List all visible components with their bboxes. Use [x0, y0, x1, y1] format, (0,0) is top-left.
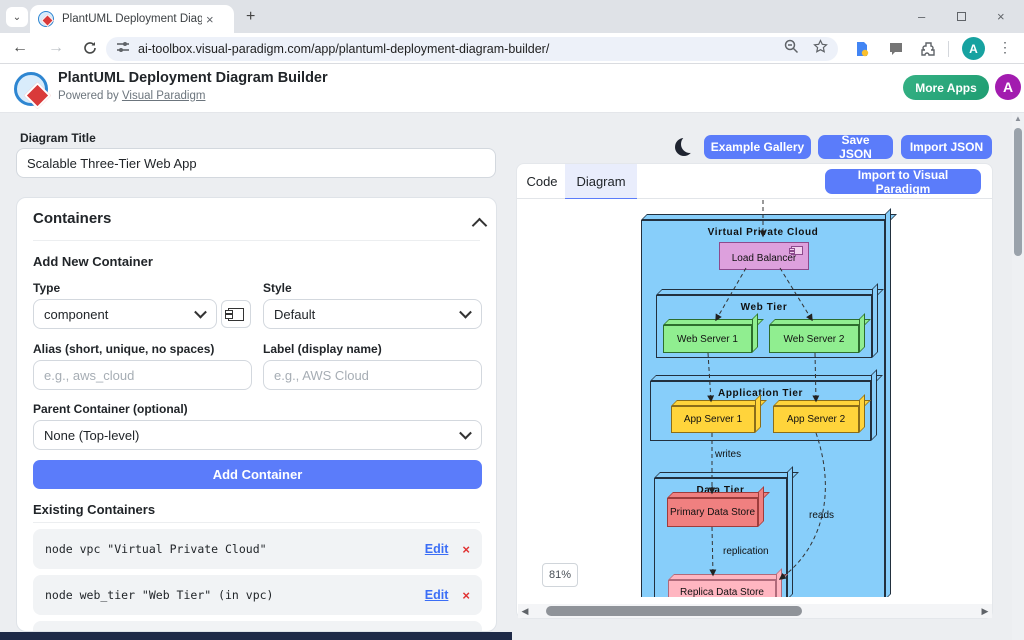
- type-select-wrap: component: [33, 299, 217, 329]
- web-tier-label: Web Tier: [740, 302, 788, 313]
- more-apps-button[interactable]: More Apps: [903, 75, 989, 100]
- diagram-panel: Code Diagram Import to Visual Paradigm V…: [516, 163, 993, 619]
- existing-container-row: node web_tier "Web Tier" (in vpc) Edit ×: [33, 575, 482, 615]
- url-text: ai-toolbox.visual-paradigm.com/app/plant…: [138, 42, 550, 56]
- diagram-node-web-server-2: Web Server 2: [769, 325, 859, 353]
- alias-input[interactable]: [33, 360, 252, 390]
- container-code: node web_tier "Web Tier" (in vpc): [45, 588, 274, 602]
- style-label: Style: [263, 281, 292, 295]
- alias-label: Alias (short, unique, no spaces): [33, 342, 215, 356]
- save-json-button[interactable]: Save JSON: [818, 133, 893, 161]
- reload-icon[interactable]: [78, 36, 102, 60]
- tab-close-icon[interactable]: ×: [206, 11, 214, 27]
- zoom-level-badge: 81%: [542, 563, 578, 587]
- parent-container-label: Parent Container (optional): [33, 402, 188, 416]
- tab-bar: Code Diagram Import to Visual Paradigm: [517, 164, 992, 201]
- parent-select-wrap: None (Top-level): [33, 420, 482, 450]
- diagram-node-primary-data-store: Primary Data Store: [667, 498, 758, 527]
- vpc-label: Virtual Private Cloud: [707, 227, 819, 238]
- bookmark-star-icon[interactable]: [813, 39, 828, 59]
- browser-profile-avatar[interactable]: A: [962, 37, 985, 60]
- tab-code[interactable]: Code: [526, 173, 558, 189]
- import-json-button[interactable]: Import JSON: [901, 135, 992, 159]
- diagram-title-label: Diagram Title: [20, 131, 96, 145]
- app-header: PlantUML Deployment Diagram Builder Powe…: [0, 64, 1024, 113]
- page-scrollbar[interactable]: ▲: [1012, 113, 1024, 640]
- import-to-vp-button[interactable]: Import to Visual Paradigm: [825, 168, 981, 196]
- back-icon[interactable]: ←: [12, 39, 28, 56]
- page-scrollbar-thumb[interactable]: [1014, 128, 1022, 256]
- add-container-button[interactable]: Add Container: [33, 460, 482, 489]
- component-icon: [225, 307, 244, 321]
- app-user-avatar[interactable]: A: [995, 74, 1021, 100]
- left-panel-bottom-dark-strip: [0, 632, 512, 640]
- container-code: node vpc "Virtual Private Cloud": [45, 542, 267, 556]
- forward-icon[interactable]: →: [48, 39, 64, 56]
- edge-label-replication: replication: [723, 546, 769, 557]
- divider: [33, 522, 480, 523]
- divider: [33, 240, 480, 241]
- toolbar-divider: [948, 41, 949, 57]
- app-title: PlantUML Deployment Diagram Builder: [58, 70, 328, 86]
- diagram-node-app-server-1: App Server 1: [671, 406, 755, 433]
- diagram-node-replica-data-store: Replica Data Store: [668, 580, 776, 597]
- parent-container-select[interactable]: None (Top-level): [33, 420, 482, 450]
- browser-menu-icon[interactable]: ⋮: [998, 39, 1012, 55]
- diagram-node-web-server-1: Web Server 1: [663, 325, 752, 353]
- type-label: Type: [33, 281, 61, 295]
- containers-title: Containers: [33, 210, 112, 227]
- scroll-left-icon[interactable]: ◀: [521, 605, 529, 616]
- powered-by: Powered by Visual Paradigm: [58, 90, 206, 102]
- collapse-chevron-icon[interactable]: [471, 217, 488, 234]
- containers-card: Containers Add New Container Type Style …: [16, 197, 497, 632]
- diagram-title-input[interactable]: [16, 148, 496, 178]
- edit-link[interactable]: Edit: [424, 542, 449, 556]
- style-select-wrap: Default: [263, 299, 482, 329]
- window-close-button[interactable]: ×: [997, 9, 1005, 24]
- data-tier-label: Data Tier: [696, 485, 745, 496]
- example-gallery-button[interactable]: Example Gallery: [704, 135, 811, 159]
- window-maximize-button[interactable]: [957, 12, 966, 21]
- component-type-button[interactable]: [221, 300, 251, 328]
- diagram-node-load-balancer: Load Balancer: [719, 242, 809, 270]
- diagram-viewport[interactable]: Virtual Private Cloud Load Balancer Web …: [518, 199, 992, 597]
- zoom-out-icon[interactable]: [784, 39, 799, 59]
- delete-icon[interactable]: ×: [462, 541, 470, 557]
- extension-doc-icon[interactable]: [850, 37, 874, 61]
- tab-title: PlantUML Deployment Diagram: [62, 13, 202, 25]
- browser-tab-strip: ⌄ PlantUML Deployment Diagram × + – ×: [0, 0, 1024, 33]
- delete-icon[interactable]: ×: [462, 587, 470, 603]
- edit-link[interactable]: Edit: [424, 588, 449, 602]
- scrollbar-thumb[interactable]: [546, 606, 802, 616]
- address-bar[interactable]: ai-toolbox.visual-paradigm.com/app/plant…: [106, 37, 838, 61]
- new-tab-button[interactable]: +: [246, 8, 256, 25]
- component-icon: [789, 246, 803, 255]
- site-favicon-icon: [38, 11, 54, 27]
- window-minimize-button[interactable]: –: [918, 9, 926, 24]
- display-name-label: Label (display name): [263, 342, 382, 356]
- style-select[interactable]: Default: [263, 299, 482, 329]
- existing-containers-heading: Existing Containers: [33, 502, 156, 517]
- dark-mode-moon-icon[interactable]: [675, 138, 693, 156]
- scroll-right-icon[interactable]: ▶: [981, 605, 989, 616]
- diagram-node-app-server-2: App Server 2: [773, 406, 859, 433]
- existing-container-row: node vpc "Virtual Private Cloud" Edit ×: [33, 529, 482, 569]
- edge-label-reads: reads: [809, 510, 835, 521]
- tab-diagram[interactable]: Diagram: [565, 164, 637, 201]
- browser-tab[interactable]: PlantUML Deployment Diagram ×: [30, 5, 234, 33]
- visual-paradigm-link[interactable]: Visual Paradigm: [121, 90, 206, 102]
- existing-container-row: node app_tier "Application Tier" (in vpc…: [33, 621, 482, 631]
- extension-chat-icon[interactable]: [884, 37, 908, 61]
- browser-toolbar: ← → ai-toolbox.visual-paradigm.com/app/p…: [0, 33, 1024, 64]
- add-new-container-heading: Add New Container: [33, 254, 153, 269]
- horizontal-scrollbar[interactable]: ◀ ▶: [518, 604, 992, 618]
- edge-label-writes: writes: [715, 449, 742, 460]
- site-settings-tune-icon[interactable]: [116, 40, 130, 59]
- visual-paradigm-logo: [14, 72, 51, 109]
- type-select[interactable]: component: [33, 299, 217, 329]
- extensions-puzzle-icon[interactable]: [916, 37, 940, 61]
- display-name-input[interactable]: [263, 360, 482, 390]
- tab-search-chevron-icon[interactable]: ⌄: [6, 7, 28, 27]
- scroll-up-icon[interactable]: ▲: [1014, 114, 1022, 123]
